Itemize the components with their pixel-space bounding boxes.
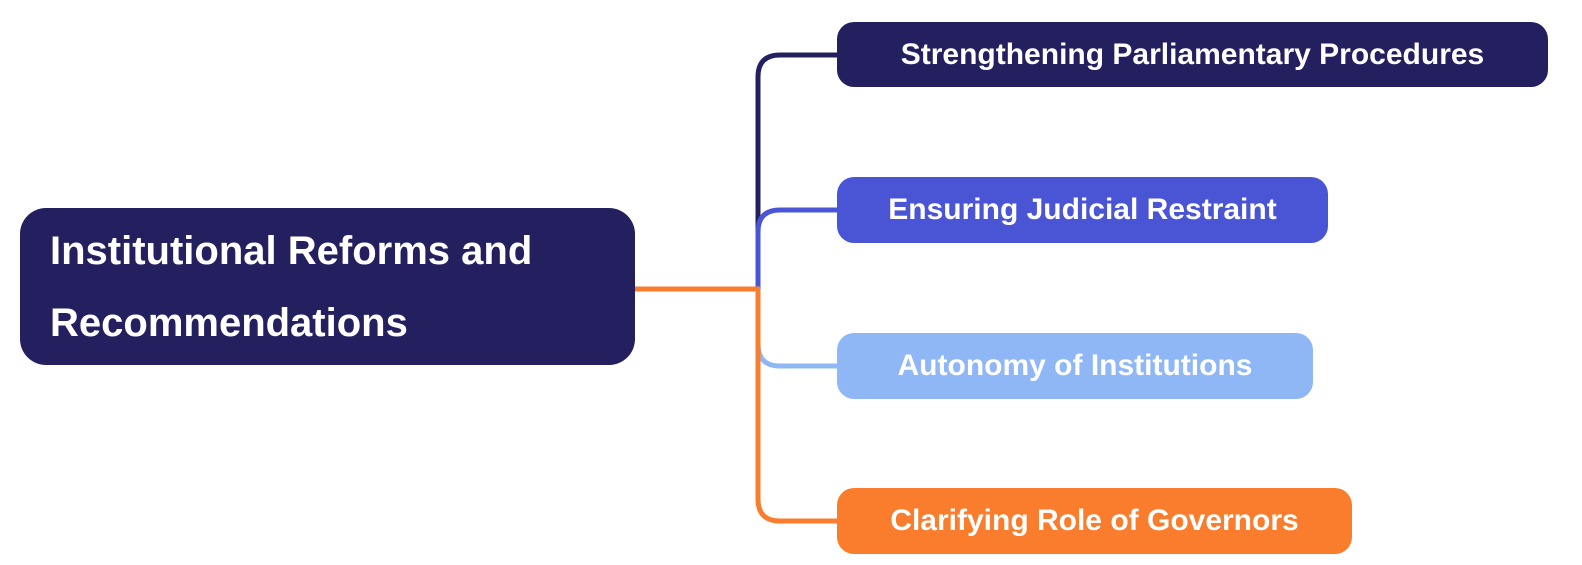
root-label-line-1: Institutional Reforms and (50, 228, 533, 273)
node-label: Ensuring Judicial Restraint (888, 193, 1277, 226)
root-node-label: Institutional Reforms and Recommendation… (50, 215, 532, 359)
root-label-line-2: Recommendations (50, 300, 408, 345)
mindmap-root-node[interactable]: Institutional Reforms and Recommendation… (20, 208, 635, 365)
connector-branch-ensuring-judicial-restraint (755, 207, 842, 289)
connector-branch-strengthening-parliamentary-procedures (755, 52, 842, 289)
connector-branch-clarifying-role-of-governors (755, 289, 842, 524)
mindmap-node-clarifying-role-of-governors[interactable]: Clarifying Role of Governors (837, 488, 1352, 554)
mindmap-node-autonomy-of-institutions[interactable]: Autonomy of Institutions (837, 333, 1313, 399)
node-label: Strengthening Parliamentary Procedures (900, 37, 1485, 71)
connector-branch-autonomy-of-institutions (755, 289, 842, 369)
node-label: Autonomy of Institutions (897, 349, 1253, 382)
mindmap-node-ensuring-judicial-restraint[interactable]: Ensuring Judicial Restraint (837, 177, 1328, 243)
mindmap-node-strengthening-parliamentary-procedures[interactable]: Strengthening Parliamentary Procedures (837, 22, 1548, 87)
node-label: Clarifying Role of Governors (890, 504, 1299, 537)
